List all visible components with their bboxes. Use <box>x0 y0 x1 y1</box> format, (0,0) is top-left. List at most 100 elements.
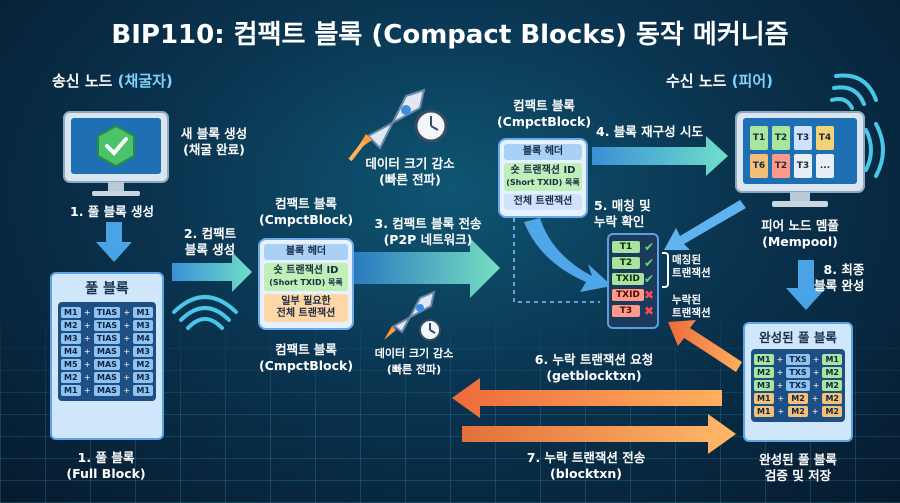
arrow-step7 <box>462 414 736 454</box>
block-tx-row: M2+MAS+M3 <box>61 372 153 383</box>
arrow-step4 <box>592 136 728 176</box>
missing-line2: 트랜잭션 <box>672 307 711 319</box>
plus-sign: + <box>83 373 91 382</box>
step2-line1: 2. 컴팩트 <box>183 226 237 241</box>
tx-cell: TIAS <box>93 307 121 318</box>
match-item-label: T2 <box>612 257 640 269</box>
tx-cell: M3 <box>133 320 153 331</box>
tx-cell: TXS <box>786 354 810 365</box>
arrow-step1 <box>96 222 132 262</box>
data-reduce-bottom-line2: (빠른 전파) <box>386 363 442 376</box>
tx-cell: M3 <box>133 346 153 357</box>
sender-computer-icon <box>63 111 169 196</box>
compact-block-header: 블록 헤더 <box>264 244 348 260</box>
mempool-tile: T1 <box>750 126 768 150</box>
tx-cell: M2 <box>788 406 808 417</box>
tx-cell: M1 <box>61 307 81 318</box>
mempool-label: 피어 노드 멤풀 (Mempool) <box>761 218 839 250</box>
short-ids-line1: 숏 트랜잭션 ID <box>273 265 339 276</box>
check-icon: ✔ <box>643 240 654 254</box>
new-block-line1: 새 블록 생성 <box>180 126 248 141</box>
plus-sign: + <box>811 394 819 403</box>
tx-cell: M3 <box>754 380 774 391</box>
tx-cell: M5 <box>61 359 81 370</box>
plus-sign: + <box>777 407 785 416</box>
sender-node-role: (채굴자) <box>117 72 173 90</box>
step3-line2: (P2P 네트워크) <box>383 232 473 247</box>
wifi-icon-left <box>172 295 238 330</box>
step5-label: 5. 매칭 및 누락 확인 <box>594 198 651 230</box>
page-title: BIP110: 컴팩트 블록 (Compact Blocks) 동작 메커니즘 <box>111 20 789 50</box>
match-item-label: TXID <box>612 273 644 285</box>
tx-cell: M2 <box>754 367 774 378</box>
step6-line2: (getblocktxn) <box>546 368 642 383</box>
completed-block-title: 완성된 풀 블록 <box>759 330 837 345</box>
wifi-icon-right <box>830 73 885 178</box>
tx-cell: MAS <box>94 359 120 370</box>
plus-sign: + <box>123 373 131 382</box>
compact-block-prefilled-tx: 일부 필요한 전체 트랜잭션 <box>264 294 348 322</box>
tx-cell: TIAS <box>93 333 121 344</box>
full-block-title: 풀 블록 <box>85 281 129 297</box>
plus-sign: + <box>811 407 819 416</box>
plus-sign: + <box>123 386 131 395</box>
tx-cell: M1 <box>754 406 774 417</box>
tx-cell: M2 <box>822 367 842 378</box>
received-short-ids: 숏 트랜잭션 ID (Short TXID) 목록 <box>504 163 582 191</box>
missing-line1: 누락된 <box>672 294 701 306</box>
arrow-step6 <box>452 378 722 418</box>
cross-icon: ✖ <box>643 304 654 318</box>
new-block-line2: (채굴 완료) <box>183 142 245 157</box>
cross-icon: ✖ <box>643 288 654 302</box>
mempool-label-line2: (Mempool) <box>762 234 838 249</box>
completed-caption-line1: 완성된 풀 블록 <box>759 452 837 467</box>
tx-cell: M4 <box>61 346 81 357</box>
compact-recv-caption: 컴팩트 블록 (CmpctBlock) <box>497 98 591 130</box>
plus-sign: + <box>83 347 91 356</box>
plus-sign: + <box>83 321 91 330</box>
rocket-icon-bottom <box>384 290 441 341</box>
missing-label: 누락된 트랜잭션 <box>672 294 711 320</box>
completed-caption-line2: 검증 및 저장 <box>764 468 832 483</box>
sender-node-name: 송신 노드 <box>52 72 113 90</box>
block-tx-row: M3+TXS+M2 <box>754 380 842 391</box>
received-full-tx: 전체 트랜잭션 <box>504 194 582 210</box>
compact-block-short-ids: 숏 트랜잭션 ID (Short TXID) 목록 <box>264 263 348 291</box>
match-list-item: T3✖ <box>612 304 654 318</box>
step8-line1: 8. 최종 <box>823 262 865 277</box>
step8-line2: 블록 완성 <box>814 278 865 293</box>
block-tx-row: M1+TIAS+M1 <box>61 307 153 318</box>
block-tx-row: M2+TIAS+M3 <box>61 320 153 331</box>
compact-mid-bottom-line1: 컴팩트 블록 <box>275 342 337 357</box>
tx-cell: M2 <box>61 320 81 331</box>
step3-line1: 3. 컴팩트 블록 전송 <box>374 216 482 231</box>
plus-sign: + <box>123 334 131 343</box>
compact-mid-bottom-line2: (CmpctBlock) <box>258 358 354 373</box>
tx-cell: TXS <box>786 367 810 378</box>
tx-cell: MAS <box>94 372 120 383</box>
match-list-item: TXID✖ <box>612 288 654 302</box>
arrow-mempool-to-match <box>664 200 746 250</box>
compact-recv-line1: 컴팩트 블록 <box>513 98 575 113</box>
match-list-item: TXID✔ <box>612 272 654 286</box>
prefilled-tx-line1: 일부 필요한 <box>281 296 331 307</box>
plus-sign: + <box>777 394 785 403</box>
tx-cell: M2 <box>133 359 153 370</box>
block-tx-row: M1+M2+M2 <box>754 406 842 417</box>
tx-cell: MAS <box>94 346 120 357</box>
tx-cell: TIAS <box>93 320 121 331</box>
mempool-tile: ... <box>816 154 834 178</box>
plus-sign: + <box>123 347 131 356</box>
tx-cell: TXS <box>786 380 810 391</box>
tx-cell: M2 <box>822 406 842 417</box>
tx-cell: M2 <box>788 393 808 404</box>
step7-line2: (blocktxn) <box>550 466 622 481</box>
receiver-node-label: 수신 노드 (피어) <box>666 70 773 91</box>
step5-line2: 누락 확인 <box>594 214 645 229</box>
sender-node-label: 송신 노드 (채굴자) <box>52 70 173 91</box>
receiver-node-name: 수신 노드 <box>666 72 727 90</box>
step1-label: 1. 풀 블록 생성 <box>69 204 155 219</box>
plus-sign: + <box>83 360 91 369</box>
